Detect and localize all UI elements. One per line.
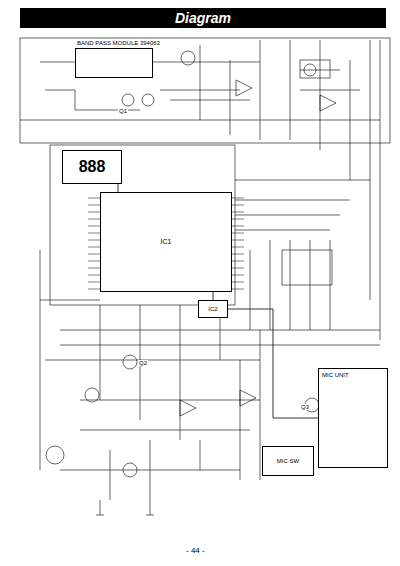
part-name: Q2	[138, 360, 148, 366]
component-box: MIC SW	[262, 446, 314, 476]
component-box: MIC UNIT	[318, 368, 388, 468]
component-box: 888	[62, 150, 122, 184]
component-box: IC2	[198, 300, 228, 318]
component-label: IC2	[208, 306, 217, 313]
component-label: 888	[79, 158, 106, 176]
component-label: IC1	[161, 238, 172, 246]
component-box: BAND PASS MODULE 394063	[75, 48, 153, 78]
component-box: IC1	[100, 192, 232, 292]
part-name: Q1	[118, 108, 128, 114]
part-name: Q3	[300, 404, 310, 410]
title: Diagram	[175, 10, 231, 26]
title-bar: Diagram	[20, 8, 386, 28]
wire-connector	[228, 309, 318, 418]
wire-connector	[118, 184, 119, 192]
component-label: MIC SW	[277, 458, 299, 465]
component-label: MIC UNIT	[322, 372, 349, 379]
wire-connector	[213, 292, 214, 300]
component-label: BAND PASS MODULE 394063	[76, 40, 161, 46]
page-number: - 44 -	[185, 546, 206, 555]
